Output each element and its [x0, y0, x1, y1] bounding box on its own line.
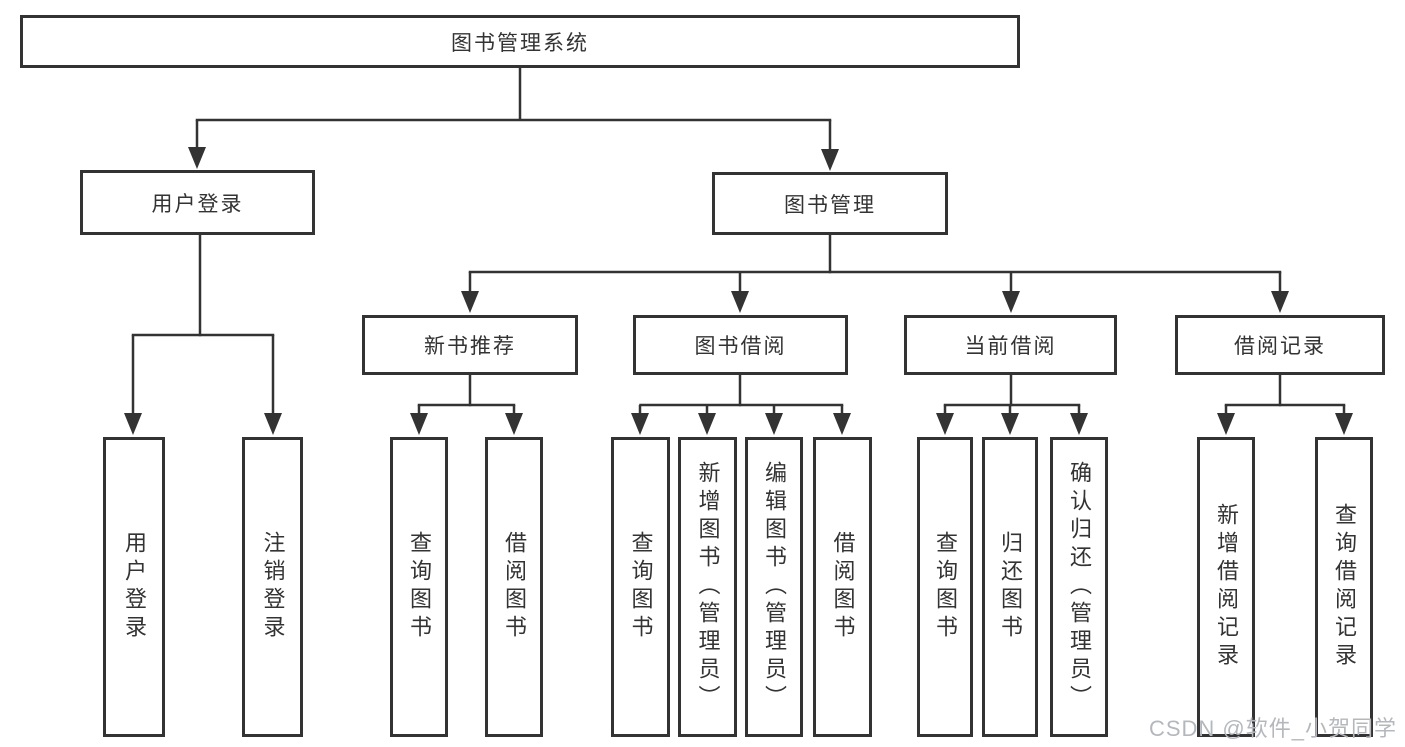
node-new-book-recommend: 新书推荐: [362, 315, 578, 375]
connector-root-to-branches: [188, 68, 839, 171]
node-root: 图书管理系统: [20, 15, 1020, 68]
node-book-management-label: 图书管理: [784, 193, 876, 217]
connector-user-login-children: [124, 235, 282, 435]
connector-new-book-children: [410, 375, 523, 435]
node-book-management: 图书管理: [712, 172, 948, 235]
leaf-add-borrow-record: 新增借阅记录: [1197, 437, 1255, 737]
leaf-confirm-return-admin: 确认归还（管理员）: [1050, 437, 1108, 737]
leaf-edit-book-admin: 编辑图书（管理员）: [745, 437, 803, 737]
node-borrow-records: 借阅记录: [1175, 315, 1385, 375]
connector-book-mgmt-children: [461, 235, 1289, 313]
leaf-query-books-current: 查询图书: [917, 437, 973, 737]
csdn-watermark: CSDN @软件_小贺同学: [1148, 716, 1397, 741]
leaf-logout: 注销登录: [242, 437, 303, 737]
connector-book-borrow-children: [631, 375, 851, 435]
node-user-login: 用户登录: [80, 170, 315, 235]
leaf-borrow-books-recommend: 借阅图书: [485, 437, 543, 737]
leaf-return-book: 归还图书: [982, 437, 1038, 737]
leaf-query-books-borrow: 查询图书: [611, 437, 670, 737]
node-root-label: 图书管理系统: [451, 31, 589, 55]
leaf-query-books-recommend: 查询图书: [390, 437, 448, 737]
leaf-query-borrow-record: 查询借阅记录: [1315, 437, 1373, 737]
leaf-borrow-books: 借阅图书: [813, 437, 872, 737]
node-user-login-label: 用户登录: [151, 192, 244, 216]
node-current-borrow: 当前借阅: [904, 315, 1117, 375]
connector-borrow-records-children: [1217, 375, 1353, 435]
connector-current-borrow-children: [936, 375, 1088, 435]
node-book-borrow: 图书借阅: [633, 315, 848, 375]
leaf-user-login: 用户登录: [103, 437, 165, 737]
leaf-add-book-admin: 新增图书（管理员）: [678, 437, 737, 737]
